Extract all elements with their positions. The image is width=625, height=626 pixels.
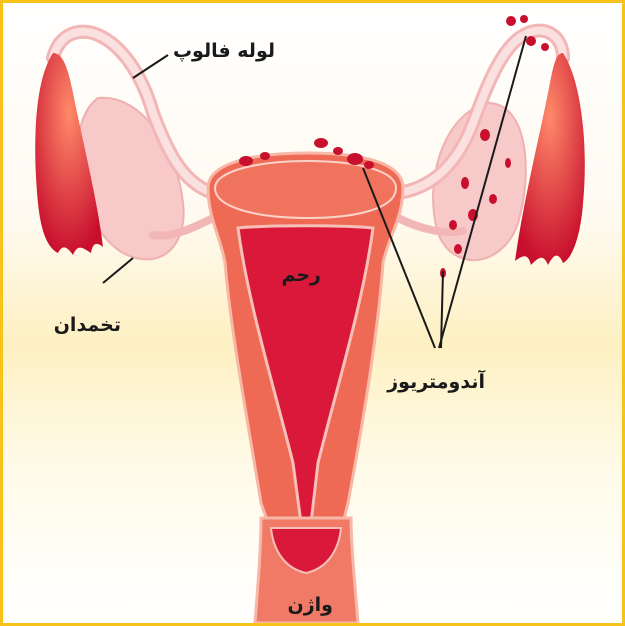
ovary-label: تخمدان [54, 314, 121, 336]
endometriosis-label: آندومتریوز [386, 369, 485, 393]
fallopian-tube-label: لوله فالوپ [173, 40, 275, 62]
uterus-label: رحم [281, 264, 321, 286]
uterus-anatomy-diagram: لوله فالوپ تخمدان رحم آندومتریوز واژن [3, 3, 622, 623]
vagina-label: واژن [288, 594, 333, 616]
